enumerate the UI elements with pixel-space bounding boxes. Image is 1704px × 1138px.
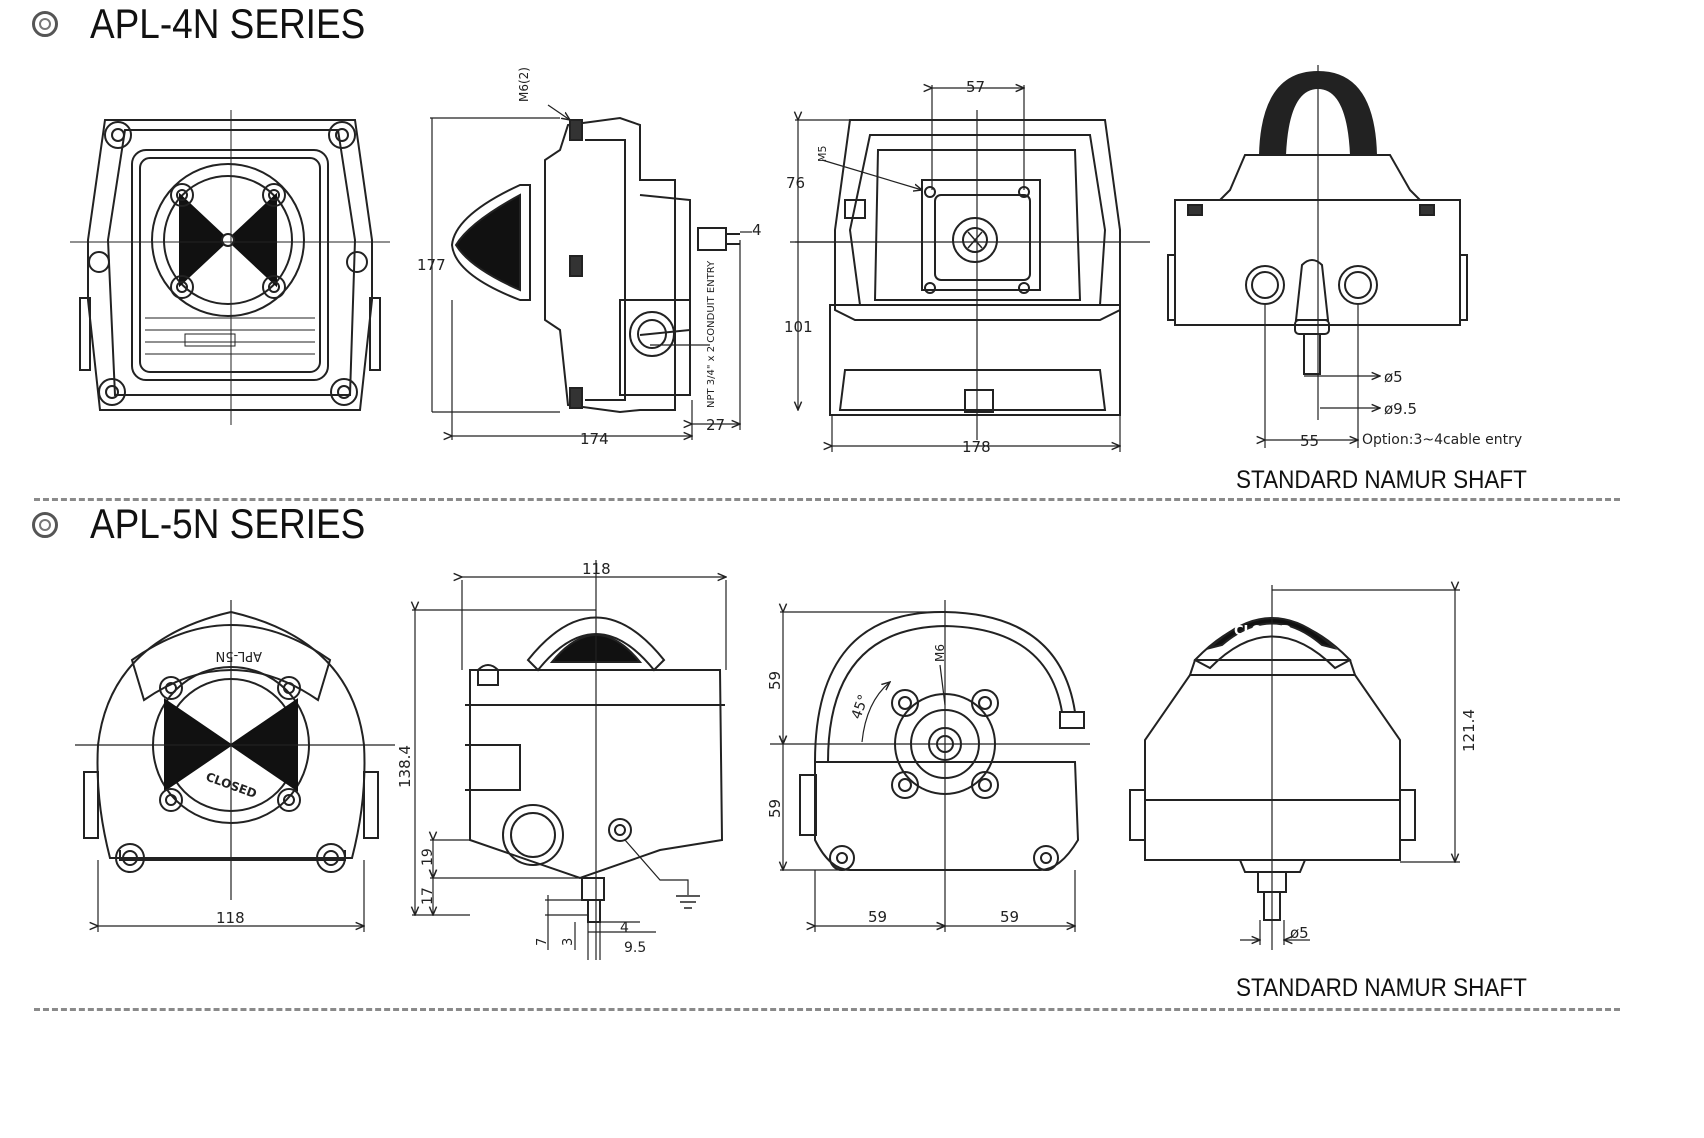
section-title-apl5n: APL-5N SERIES (90, 500, 366, 547)
section-divider (34, 1008, 1620, 1011)
section-divider (34, 498, 1620, 501)
dim-apl5n-rear-d-shaft: ø5 (1290, 924, 1309, 942)
apl4n-rear-view (1167, 65, 1468, 448)
section-title-apl4n: APL-4N SERIES (90, 0, 366, 47)
dim-apl4n-bottom-top-width: 57 (966, 78, 985, 96)
dim-apl4n-bottom-h-upper: 76 (786, 174, 805, 192)
ground-symbol-icon (676, 895, 700, 909)
note-apl4n-rear-option: Option:3~4cable entry (1362, 432, 1522, 448)
dim-apl5n-side-d95: 9.5 (624, 940, 646, 956)
dim-apl4n-bottom-thread: M5 (816, 146, 829, 163)
dim-apl5n-front-width: 118 (216, 909, 245, 927)
apl4n-side-view (430, 104, 752, 440)
dim-apl5n-bottom-w-right: 59 (1000, 908, 1019, 926)
label-apl5n-rear-closed: CLOSED (1234, 624, 1292, 639)
caption-namur-apl5n: STANDARD NAMUR SHAFT (1236, 974, 1527, 1002)
dim-apl5n-side-top-width: 118 (582, 560, 611, 578)
dim-apl4n-side-shaft: 4 (752, 221, 762, 239)
dim-apl5n-bottom-h-lower: 59 (766, 799, 784, 818)
apl5n-side-view (412, 560, 726, 960)
apl5n-bottom-view (770, 600, 1090, 932)
label-apl4n-screw: M6(2) (517, 67, 531, 102)
apl4n-front-view (70, 110, 390, 425)
dim-apl5n-bottom-thread: M6 (933, 644, 947, 662)
dim-apl5n-bottom-angle: 45° (849, 693, 873, 722)
dim-apl4n-side-width: 174 (580, 430, 609, 448)
dim-apl4n-rear-spacing: 55 (1300, 432, 1319, 450)
dim-apl5n-side-h17: 17 (420, 887, 436, 905)
dim-apl4n-side-depth: 27 (706, 416, 725, 434)
dim-apl4n-bottom-width: 178 (962, 438, 991, 456)
dim-apl5n-side-d7: 7 (535, 938, 550, 946)
caption-namur-apl4n: STANDARD NAMUR SHAFT (1236, 466, 1527, 494)
apl4n-bottom-view (790, 85, 1150, 452)
label-apl4n-conduit: NPT 3/4" x 2 CONDUIT ENTRY (706, 260, 717, 408)
dim-apl5n-rear-height: 121.4 (1460, 709, 1478, 752)
dim-apl4n-rear-d-small: ø5 (1384, 368, 1403, 386)
dim-apl4n-side-height: 177 (417, 256, 446, 274)
dim-apl5n-bottom-w-left: 59 (868, 908, 887, 926)
apl5n-front-view (75, 600, 395, 932)
label-apl5n-front-model: APL-5N (216, 648, 262, 663)
dim-apl5n-bottom-h-upper: 59 (766, 671, 784, 690)
dim-apl4n-rear-d-large: ø9.5 (1384, 400, 1417, 418)
dim-apl5n-side-d3: 3 (561, 938, 576, 946)
dim-apl4n-bottom-h-lower: 101 (784, 318, 813, 336)
dim-apl5n-side-h19: 19 (420, 848, 436, 866)
dim-apl5n-side-d4: 4 (620, 920, 629, 936)
double-circle-bullet-icon (32, 512, 58, 538)
dim-apl5n-side-height: 138.4 (396, 745, 414, 788)
apl5n-rear-view (1129, 585, 1460, 950)
double-circle-bullet-icon (32, 11, 58, 37)
